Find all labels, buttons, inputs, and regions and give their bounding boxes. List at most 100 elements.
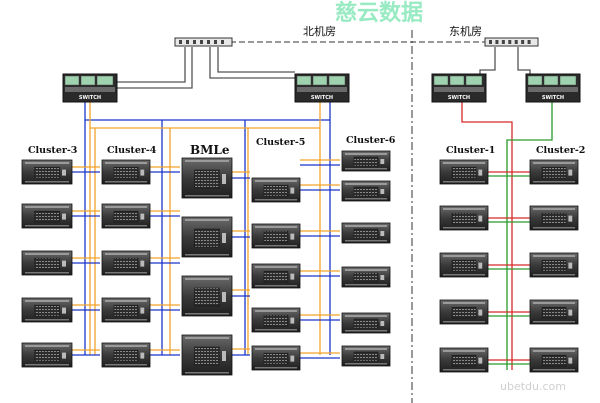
server-indicator bbox=[478, 262, 483, 269]
hub-port bbox=[527, 40, 531, 44]
server-vent bbox=[34, 210, 60, 223]
cluster-2-server-4 bbox=[529, 299, 579, 325]
server-top-edge bbox=[533, 208, 575, 210]
switch-module bbox=[543, 75, 559, 86]
cluster-5-server-3 bbox=[251, 263, 301, 289]
north-switch-left: SWITCH bbox=[62, 73, 118, 103]
server-indicator bbox=[290, 233, 295, 240]
switch-module bbox=[312, 75, 328, 86]
server-indicator bbox=[62, 213, 66, 220]
cluster-5-server-5 bbox=[251, 345, 301, 371]
server-top-edge bbox=[25, 162, 69, 164]
server-bottom-edge bbox=[185, 313, 229, 315]
server-bottom-edge bbox=[185, 372, 229, 374]
link-hub-switch-east-left bbox=[479, 47, 496, 75]
server-vent bbox=[541, 354, 567, 367]
server-bottom-edge bbox=[345, 168, 387, 170]
server-top-edge bbox=[185, 160, 229, 162]
cluster-5-server-1 bbox=[251, 177, 301, 203]
cluster-1-server-1 bbox=[439, 159, 489, 185]
server-indicator bbox=[62, 169, 66, 176]
link-hub-switch-left-2 bbox=[117, 47, 193, 89]
cluster-3-server-4 bbox=[21, 297, 73, 323]
hub-port bbox=[514, 40, 518, 44]
server-indicator bbox=[222, 292, 226, 302]
server-top-edge bbox=[533, 302, 575, 304]
server-top-edge bbox=[443, 302, 485, 304]
server-indicator bbox=[62, 307, 66, 314]
server-vent bbox=[451, 354, 477, 367]
switch-module bbox=[64, 75, 80, 86]
server-indicator bbox=[140, 213, 145, 220]
server-bottom-edge bbox=[255, 329, 297, 331]
server-top-edge bbox=[255, 310, 297, 312]
server-indicator bbox=[478, 309, 483, 316]
server-vent bbox=[113, 304, 139, 317]
cluster-3-server-2 bbox=[21, 203, 73, 229]
cluster-6-server-4 bbox=[341, 266, 391, 288]
server-vent bbox=[263, 352, 289, 365]
link-hub-switch-right bbox=[209, 47, 295, 79]
server-vent bbox=[451, 306, 477, 319]
server-indicator bbox=[568, 215, 573, 222]
switch-label: SWITCH bbox=[448, 95, 470, 101]
watermark-corner-text: ubetdu.com bbox=[500, 380, 566, 393]
server-bottom-edge bbox=[25, 319, 69, 321]
hub-port bbox=[495, 40, 499, 44]
server-bottom-edge bbox=[533, 181, 575, 183]
server-indicator bbox=[140, 260, 145, 267]
server-top-edge bbox=[25, 253, 69, 255]
links-layer bbox=[72, 47, 553, 370]
server-top-edge bbox=[443, 350, 485, 352]
server-bottom-edge bbox=[255, 367, 297, 369]
server-top-edge bbox=[105, 300, 147, 302]
server-bottom-edge bbox=[345, 330, 387, 332]
server-top-edge bbox=[345, 225, 387, 227]
server-vent bbox=[353, 228, 379, 239]
server-indicator bbox=[568, 357, 573, 364]
link-hub-switch-east-right bbox=[517, 47, 531, 75]
server-top-edge bbox=[345, 315, 387, 317]
server-bottom-edge bbox=[105, 225, 147, 227]
hub-chassis bbox=[174, 37, 233, 47]
server-vent bbox=[194, 346, 220, 366]
server-vent bbox=[34, 257, 60, 270]
cluster-4-server-3 bbox=[101, 250, 151, 276]
cluster-1-server-4 bbox=[439, 299, 489, 325]
server-indicator bbox=[222, 351, 226, 361]
server-bottom-edge bbox=[255, 285, 297, 287]
server-top-edge bbox=[533, 162, 575, 164]
server-vent bbox=[541, 259, 567, 272]
server-indicator bbox=[380, 275, 385, 280]
server-indicator bbox=[290, 317, 295, 324]
switch-module bbox=[433, 75, 449, 86]
server-top-edge bbox=[105, 253, 147, 255]
server-vent bbox=[353, 186, 379, 197]
server-bottom-edge bbox=[25, 181, 69, 183]
server-vent bbox=[113, 349, 139, 362]
server-bottom-edge bbox=[533, 321, 575, 323]
server-bottom-edge bbox=[25, 364, 69, 366]
server-top-edge bbox=[25, 300, 69, 302]
server-bottom-edge bbox=[345, 363, 387, 365]
server-indicator bbox=[290, 187, 295, 194]
server-indicator bbox=[568, 262, 573, 269]
server-top-edge bbox=[185, 337, 229, 339]
server-indicator bbox=[62, 260, 66, 267]
server-bottom-edge bbox=[345, 198, 387, 200]
server-vent bbox=[451, 212, 477, 225]
switch-module bbox=[559, 75, 577, 86]
server-vent bbox=[113, 257, 139, 270]
server-vent bbox=[263, 230, 289, 243]
server-indicator bbox=[380, 159, 385, 164]
server-vent bbox=[194, 169, 220, 189]
cluster-4-label: Cluster-4 bbox=[107, 145, 157, 156]
server-indicator bbox=[222, 233, 226, 243]
cluster-2-server-1 bbox=[529, 159, 579, 185]
server-bottom-edge bbox=[533, 369, 575, 371]
cluster-1-server-2 bbox=[439, 205, 489, 231]
server-vent bbox=[34, 166, 60, 179]
north-room-label: 北机房 bbox=[303, 24, 336, 38]
server-top-edge bbox=[255, 266, 297, 268]
